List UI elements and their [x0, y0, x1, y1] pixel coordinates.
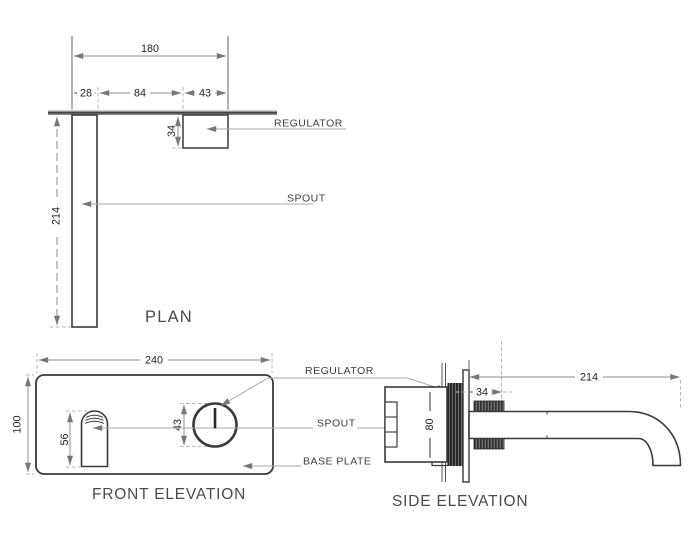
plan-dim-180-value: 180: [141, 43, 159, 55]
side-dim-214-value: 214: [580, 372, 598, 384]
front-spout-outline: [80, 410, 109, 468]
plan-caption: PLAN: [145, 308, 193, 326]
plan-dim-214-mask: [50, 199, 63, 233]
side-dim-80-mask: [423, 411, 436, 438]
plan-dim-28-value: 28: [80, 88, 92, 100]
side-base-plate-edge: [462, 369, 470, 483]
plan-dim-34-value: 34: [166, 125, 178, 137]
front-dim-240-mask: [140, 354, 168, 366]
plan-dim-214-value: 214: [51, 207, 63, 225]
plan-wall-bar: [48, 109, 277, 115]
front-dim-43-value: 43: [172, 419, 184, 431]
side-dim-34-value: 34: [476, 387, 488, 399]
side-elevation-view: 80 34 214 SIDE ELEVATION: [384, 341, 682, 510]
side-elevation-caption: SIDE ELEVATION: [392, 493, 528, 510]
base-plate-callout-label: BASE PLATE: [303, 456, 371, 468]
side-dim-214-mask: [575, 371, 603, 383]
side-inlet-ports: [384, 401, 398, 448]
plan-dim-43-value: 43: [199, 88, 211, 100]
plan-spout-label: SPOUT: [287, 193, 326, 205]
spout-callout-label: SPOUT: [317, 418, 356, 430]
callout-labels: REGULATOR SPOUT BASE PLATE: [303, 365, 374, 468]
side-dim-34-mask: [472, 386, 492, 398]
front-spout-flow-arc-3: [84, 420, 105, 424]
plan-view: 180 28 84 43 34 214 REGULATOR SPOUT PL: [48, 36, 346, 328]
plan-dim-84-mask: [130, 87, 150, 99]
regulator-callout-label: REGULATOR: [305, 365, 374, 377]
plan-spout-outline: [71, 114, 98, 328]
plan-dim-28-mask: [77, 87, 95, 99]
side-dim-80-value: 80: [424, 418, 436, 430]
side-body-step: [431, 462, 448, 467]
plan-regulator-outline: [182, 114, 229, 149]
front-dim-56-value: 56: [59, 433, 71, 445]
front-spout-flow-arc-1: [85, 414, 104, 418]
front-dim-100-value: 100: [12, 415, 24, 433]
plan-regulator-label: REGULATOR: [274, 118, 343, 130]
regulator-leader-left: [220, 377, 269, 406]
front-dim-240-value: 240: [145, 355, 163, 367]
front-elevation-caption: FRONT ELEVATION: [92, 486, 246, 503]
plan-dim-43-mask: [195, 87, 215, 99]
plan-dim-84-value: 84: [134, 88, 146, 100]
front-spout-flow-arc-2: [85, 417, 104, 421]
side-wall-hatch: [447, 383, 463, 466]
front-elevation-view: 240 100 56 43 FRONT ELEVATION: [12, 353, 490, 503]
side-spout-profile: [468, 410, 682, 467]
